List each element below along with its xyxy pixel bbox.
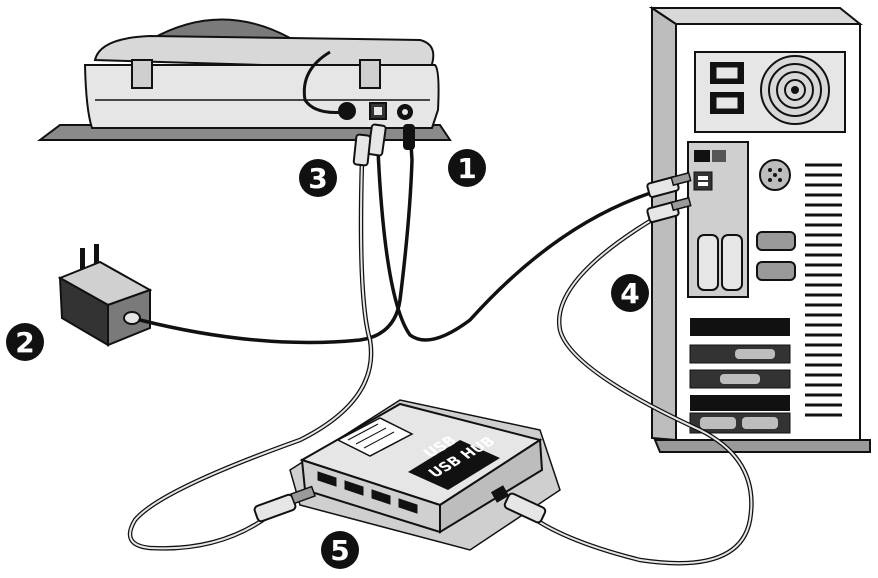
step-badge-2: 2	[6, 323, 44, 361]
step-badge-1: 1	[448, 149, 486, 187]
scanner-power-port	[338, 102, 356, 120]
pc-usb-plugs	[646, 171, 692, 223]
step-badge-4: 4	[611, 274, 649, 312]
usb-cable-scanner-pc	[376, 148, 662, 342]
step-number-3: 3	[308, 162, 327, 195]
hub-right-plug	[503, 492, 547, 524]
power-cable	[138, 126, 414, 345]
hub-left-plug	[253, 485, 317, 523]
step-number-2: 2	[15, 326, 34, 359]
scanner	[37, 18, 452, 141]
hub-ports	[317, 471, 418, 514]
step-number-1: 1	[457, 152, 476, 185]
step-badge-5: 5	[321, 531, 359, 569]
cables	[127, 126, 754, 566]
step-number-5: 5	[330, 534, 349, 567]
computer-tower	[648, 6, 871, 453]
power-adapter	[57, 244, 153, 347]
usb-hub: USB USB HUB	[289, 399, 561, 551]
scanner-usb-plugs	[352, 123, 415, 167]
step-badge-3: 3	[299, 159, 337, 197]
step-number-4: 4	[620, 277, 639, 310]
